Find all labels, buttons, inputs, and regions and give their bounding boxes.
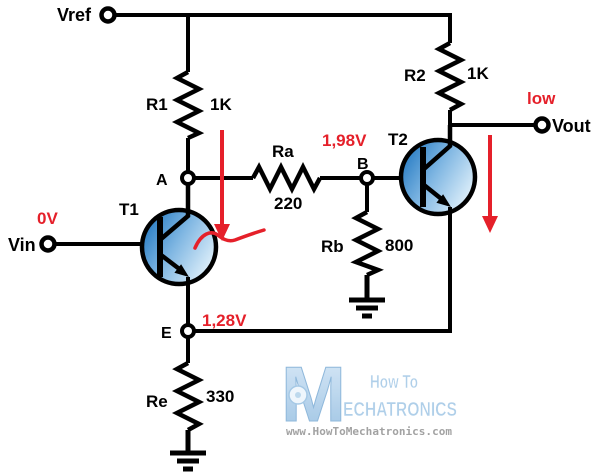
node-b-circle bbox=[359, 170, 375, 186]
vin-label: Vin bbox=[8, 235, 36, 255]
t1-collector bbox=[159, 184, 191, 241]
t2-emitter-arrowhead bbox=[436, 194, 451, 207]
node-e-voltage-label: 1,28V bbox=[202, 311, 247, 330]
rb-value: 800 bbox=[385, 236, 413, 255]
watermark-logo: M How To ECHATRONICS www.HowToMechatroni… bbox=[281, 350, 458, 439]
t1-cutoff-squiggle bbox=[193, 228, 266, 250]
resistor-r1 bbox=[171, 70, 205, 141]
resistor-r2 bbox=[433, 41, 467, 112]
vref-label: Vref bbox=[57, 5, 92, 25]
watermark-line1: How To bbox=[370, 372, 418, 392]
node-e-label: E bbox=[161, 325, 172, 342]
vin-terminal bbox=[39, 235, 57, 253]
ra-label: Ra bbox=[272, 142, 294, 161]
t1-emitter-arrowhead bbox=[174, 264, 189, 277]
ground-rb bbox=[349, 275, 385, 319]
resistor-ra bbox=[251, 161, 322, 195]
vout-terminal bbox=[533, 116, 551, 134]
vout-state-label: low bbox=[527, 89, 556, 108]
t1-current-arrowhead bbox=[214, 224, 230, 241]
watermark-url: www.HowToMechatronics.com bbox=[286, 425, 452, 438]
t2-current-arrowhead bbox=[482, 216, 498, 233]
t2-body bbox=[398, 137, 478, 217]
r2-value: 1K bbox=[467, 64, 489, 83]
re-label: Re bbox=[146, 392, 168, 411]
node-b-label: B bbox=[357, 156, 369, 173]
t1-label: T1 bbox=[119, 200, 139, 219]
transistor-t1 bbox=[139, 184, 219, 325]
re-value: 330 bbox=[206, 387, 234, 406]
current-annotations bbox=[193, 130, 498, 250]
r2-label: R2 bbox=[404, 66, 426, 85]
nodes-and-terminals bbox=[39, 6, 551, 339]
resistor-re bbox=[171, 361, 205, 432]
resistors bbox=[171, 41, 467, 432]
watermark-monogram: M bbox=[281, 350, 346, 438]
node-e-circle bbox=[180, 323, 196, 339]
ra-value: 220 bbox=[274, 194, 302, 213]
r1-label: R1 bbox=[146, 95, 168, 114]
watermark-gear-hub-icon bbox=[295, 392, 301, 398]
vref-terminal bbox=[99, 6, 117, 24]
t2-collector bbox=[422, 125, 453, 171]
resistor-rb bbox=[350, 210, 384, 278]
node-a-circle bbox=[180, 170, 196, 186]
r1-value: 1K bbox=[210, 95, 232, 114]
ground-re bbox=[170, 430, 206, 472]
vout-label: Vout bbox=[552, 116, 591, 136]
node-b-voltage-label: 1,98V bbox=[322, 131, 367, 150]
watermark-line2: ECHATRONICS bbox=[343, 399, 457, 421]
node-a-label: A bbox=[156, 172, 168, 189]
t2-label: T2 bbox=[388, 130, 408, 149]
vin-voltage-label: 0V bbox=[37, 209, 58, 228]
vref-rail-wire bbox=[113, 13, 452, 43]
transistor-t2 bbox=[398, 125, 478, 331]
rb-label: Rb bbox=[321, 237, 344, 256]
